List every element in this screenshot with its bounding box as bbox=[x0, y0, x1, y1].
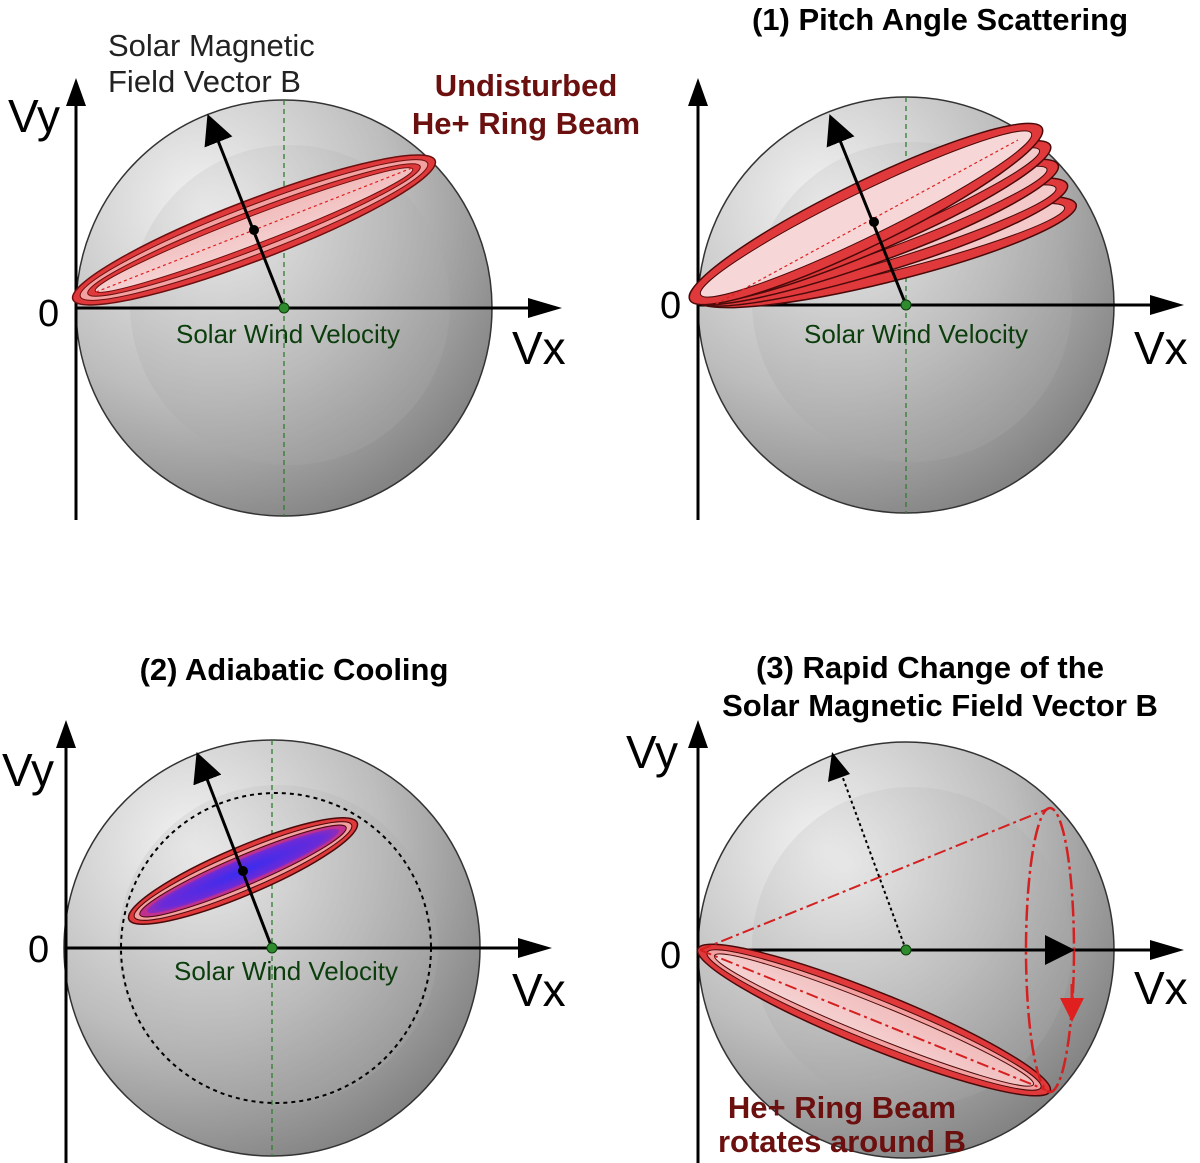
solar-wind-dot bbox=[900, 299, 912, 311]
solar-wind-dot bbox=[278, 302, 290, 314]
beam-center-dot bbox=[869, 217, 879, 227]
origin-label: 0 bbox=[660, 285, 681, 327]
vy-arrowhead-icon bbox=[688, 720, 708, 748]
panel-title: (1) Pitch Angle Scattering bbox=[752, 2, 1128, 37]
panel-title: (2) Adiabatic Cooling bbox=[140, 652, 449, 687]
vx-arrowhead-icon bbox=[1150, 940, 1184, 960]
solar-wind-dot bbox=[266, 942, 278, 954]
beam-center-dot bbox=[238, 866, 248, 876]
vx-arrowhead-icon bbox=[518, 938, 552, 958]
old-b-arrowhead-icon bbox=[828, 752, 850, 782]
vy-arrowhead-icon bbox=[56, 720, 76, 748]
b-vector-label-line1: Solar Magnetic bbox=[108, 28, 315, 63]
cone-edge-upper bbox=[699, 807, 1051, 951]
old-b-vector-dotted bbox=[839, 769, 907, 951]
b-vector-arrow bbox=[193, 751, 274, 949]
solar-wind-label: Solar Wind Velocity bbox=[176, 319, 400, 349]
cone-edge-lower bbox=[699, 949, 1047, 1091]
panel-title-line1: (3) Rapid Change of the bbox=[756, 650, 1104, 685]
origin-label: 0 bbox=[38, 293, 59, 335]
beam-label-line1: Undisturbed bbox=[435, 68, 618, 103]
vx-label: Vx bbox=[512, 964, 566, 1016]
vx-label: Vx bbox=[1134, 322, 1188, 374]
vy-label: Vy bbox=[626, 726, 678, 778]
panel-adiabatic-cooling: (2) Adiabatic Cooling Vy 0 Vx Solar Wind… bbox=[2, 652, 566, 1163]
vy-arrowhead-icon bbox=[688, 78, 708, 106]
beam-center-dot bbox=[249, 225, 259, 235]
panel-title-line2: Solar Magnetic Field Vector B bbox=[722, 688, 1158, 723]
origin-label: 0 bbox=[660, 935, 681, 977]
vx-label: Vx bbox=[512, 322, 566, 374]
panel-undisturbed: Vy 0 Vx Solar Wind Velocity Solar Magnet… bbox=[8, 28, 640, 520]
solar-wind-dot bbox=[900, 944, 912, 956]
vx-arrowhead-icon bbox=[1150, 295, 1184, 315]
rotating-beam bbox=[696, 806, 1084, 1097]
beam-label-line2: He+ Ring Beam bbox=[412, 106, 640, 141]
beam-label-line1: He+ Ring Beam bbox=[728, 1090, 956, 1125]
beam-label-line2: rotates around B bbox=[718, 1124, 966, 1159]
vx-label: Vx bbox=[1134, 962, 1188, 1014]
b-vector-arrow bbox=[826, 114, 908, 306]
origin-label: 0 bbox=[28, 929, 49, 971]
vy-arrowhead-icon bbox=[66, 78, 86, 106]
panel-pitch-angle-scattering: (1) Pitch Angle Scattering 0 Vx Solar Wi… bbox=[660, 2, 1188, 520]
b-vector-arrow bbox=[204, 114, 286, 309]
solar-wind-label: Solar Wind Velocity bbox=[174, 956, 398, 986]
solar-wind-label: Solar Wind Velocity bbox=[804, 319, 1028, 349]
panel-rapid-field-change: (3) Rapid Change of the Solar Magnetic F… bbox=[626, 650, 1188, 1163]
b-vector-label-line2: Field Vector B bbox=[108, 64, 301, 99]
vy-label: Vy bbox=[8, 90, 60, 142]
vx-arrowhead-icon bbox=[528, 298, 562, 318]
vy-label: Vy bbox=[2, 744, 54, 796]
